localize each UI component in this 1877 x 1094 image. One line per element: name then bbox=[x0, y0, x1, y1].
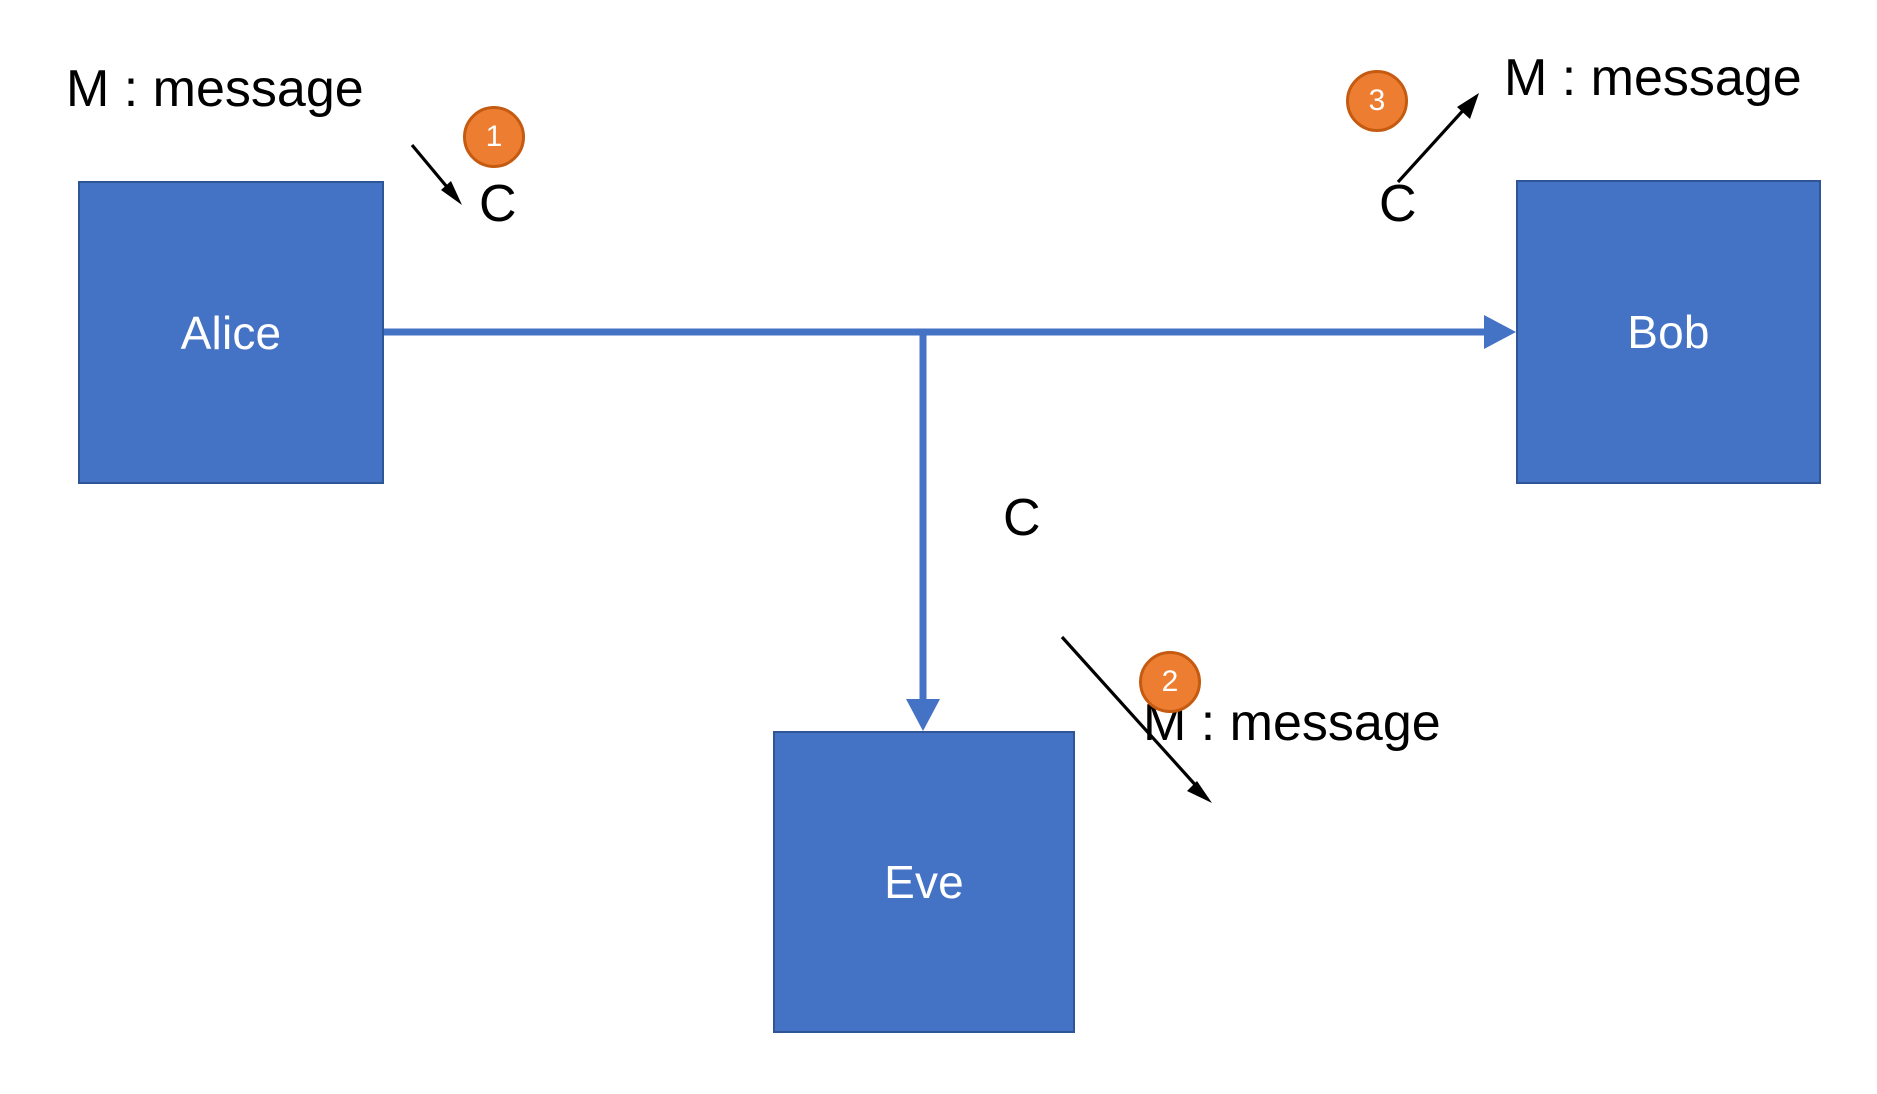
step-badge-3-label: 3 bbox=[1368, 84, 1386, 117]
connector-tap-to-eve bbox=[906, 332, 940, 731]
step-badge-2[interactable]: 2 bbox=[1139, 651, 1201, 713]
annotation-ciphertext-eve: C bbox=[1003, 489, 1041, 547]
annotation-ciphertext-bob: C bbox=[1379, 175, 1417, 233]
annotation-message-right: M : message bbox=[1504, 49, 1802, 107]
node-eve[interactable]: Eve bbox=[773, 731, 1075, 1033]
annotation-arrow-1 bbox=[410, 143, 462, 205]
node-bob[interactable]: Bob bbox=[1516, 180, 1821, 484]
annotation-arrow-3-line bbox=[1396, 103, 1470, 184]
annotation-arrow-2-head bbox=[1187, 781, 1212, 803]
step-badge-2-label: 2 bbox=[1161, 665, 1179, 698]
step-badge-1[interactable]: 1 bbox=[463, 106, 525, 168]
connector-alice-to-bob bbox=[384, 315, 1516, 349]
node-eve-label: Eve bbox=[884, 856, 964, 908]
annotation-message-left: M : message bbox=[66, 60, 364, 118]
step-badge-1-label: 1 bbox=[485, 120, 503, 153]
annotation-arrow-1-head bbox=[441, 181, 462, 205]
node-bob-label: Bob bbox=[1627, 306, 1710, 358]
step-badge-3[interactable]: 3 bbox=[1346, 70, 1408, 132]
annotation-arrow-1-line bbox=[410, 143, 454, 195]
annotation-ciphertext-alice: C bbox=[479, 175, 517, 233]
arrowhead-to-eve bbox=[906, 699, 940, 731]
node-alice-label: Alice bbox=[180, 306, 282, 359]
annotation-arrow-3-head bbox=[1457, 93, 1479, 119]
annotation-arrow-3 bbox=[1396, 93, 1479, 184]
annotation-message-bottom: M : message bbox=[1143, 694, 1441, 752]
node-alice[interactable]: Alice bbox=[78, 181, 384, 484]
arrowhead-to-bob bbox=[1484, 315, 1516, 349]
